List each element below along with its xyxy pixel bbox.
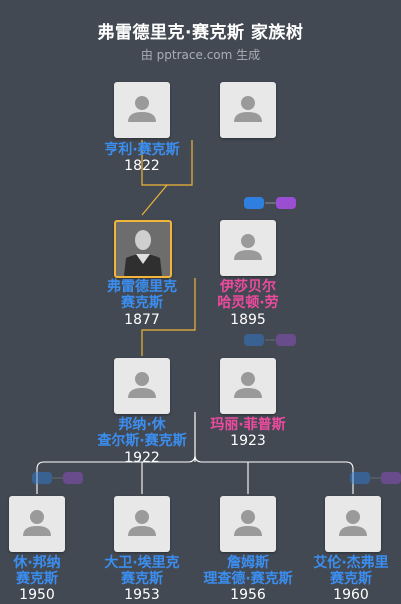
birth-year-bonner: 1922 (124, 450, 160, 466)
person-name-frederick[interactable]: 弗雷德里克 (107, 279, 177, 295)
person-name-james-line2[interactable]: 理查德·赛克斯 (203, 571, 293, 587)
person-name-frederick-line2[interactable]: 赛克斯 (121, 295, 163, 311)
birth-year-hugh: 1950 (19, 587, 55, 603)
page-title: 弗雷德里克·赛克斯 家族树 (97, 23, 304, 43)
expand-toggle-purple[interactable] (276, 334, 296, 346)
person-card-henry[interactable] (114, 82, 170, 138)
person-name-david[interactable]: 大卫·埃里克 (104, 555, 180, 571)
person-name-henry[interactable]: 亨利·赛克斯 (104, 142, 180, 158)
person-name-bonner[interactable]: 邦纳·休 (118, 417, 166, 433)
portrait-photo (116, 222, 170, 276)
person-card-henry-spouse[interactable] (220, 82, 276, 138)
avatar-placeholder-icon (234, 510, 262, 536)
avatar-placeholder-icon (128, 510, 156, 536)
birth-year-henry: 1822 (124, 158, 160, 174)
person-name-isabel[interactable]: 伊莎贝尔 (220, 279, 276, 295)
person-card-david[interactable] (114, 496, 170, 552)
person-card-mary[interactable] (220, 358, 276, 414)
expand-toggle-blue[interactable] (244, 197, 264, 209)
avatar-placeholder-icon (234, 96, 262, 122)
avatar-placeholder-icon (234, 234, 262, 260)
expand-toggle-blue[interactable] (32, 472, 52, 484)
birth-year-alan: 1960 (333, 587, 369, 603)
avatar-placeholder-icon (23, 510, 51, 536)
birth-year-isabel: 1895 (230, 312, 266, 328)
avatar-placeholder-icon (234, 372, 262, 398)
person-name-david-line2[interactable]: 赛克斯 (121, 571, 163, 587)
person-name-alan-line2[interactable]: 赛克斯 (330, 571, 372, 587)
person-card-hugh[interactable] (9, 496, 65, 552)
person-card-frederick-focused[interactable] (114, 220, 172, 278)
person-card-james[interactable] (220, 496, 276, 552)
avatar-placeholder-icon (339, 510, 367, 536)
birth-year-james: 1956 (230, 587, 266, 603)
person-name-hugh[interactable]: 休·邦纳 (13, 555, 61, 571)
person-card-bonner[interactable] (114, 358, 170, 414)
person-name-alan[interactable]: 艾伦·杰弗里 (313, 555, 389, 571)
person-card-alan[interactable] (325, 496, 381, 552)
person-name-hugh-line2[interactable]: 赛克斯 (16, 571, 58, 587)
expand-toggle-blue[interactable] (350, 472, 370, 484)
page-subtitle: 由 pptrace.com 生成 (140, 48, 261, 62)
person-name-mary[interactable]: 玛丽·菲普斯 (210, 417, 286, 433)
person-card-isabel[interactable] (220, 220, 276, 276)
birth-year-frederick: 1877 (124, 312, 160, 328)
avatar-placeholder-icon (128, 96, 156, 122)
birth-year-david: 1953 (124, 587, 160, 603)
person-name-bonner-line2[interactable]: 查尔斯·赛克斯 (97, 433, 187, 449)
person-name-isabel-line2[interactable]: 哈灵顿·劳 (217, 295, 279, 311)
expand-toggle-purple[interactable] (63, 472, 83, 484)
expand-toggle-blue[interactable] (244, 334, 264, 346)
birth-year-mary: 1923 (230, 433, 266, 449)
expand-toggle-purple[interactable] (381, 472, 401, 484)
person-name-james[interactable]: 詹姆斯 (227, 555, 269, 571)
expand-toggle-purple[interactable] (276, 197, 296, 209)
avatar-placeholder-icon (128, 372, 156, 398)
